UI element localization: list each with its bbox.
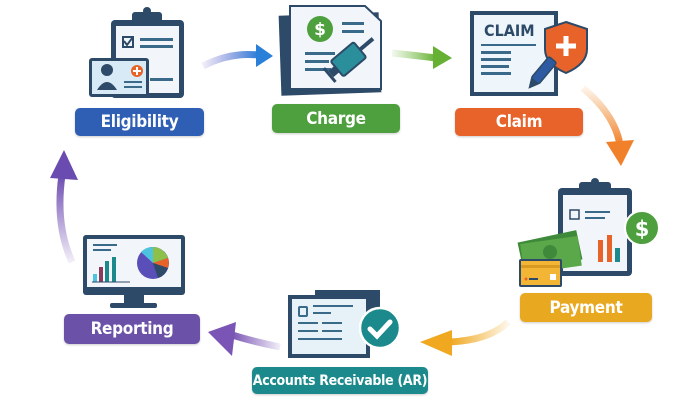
claim-document-shield-pen-icon: CLAIM xyxy=(470,11,588,96)
arrow-claim-to-payment xyxy=(580,85,634,166)
svg-text:$: $ xyxy=(635,217,650,241)
arrow-eligibility-to-charge xyxy=(201,44,273,70)
step-reporting: Reporting xyxy=(64,314,200,344)
step-charge-label: Charge xyxy=(306,108,366,129)
document-checkmark-icon xyxy=(288,290,402,358)
svg-text:$: $ xyxy=(314,20,326,40)
step-eligibility-label: Eligibility xyxy=(100,112,179,132)
step-accounts-receivable: Accounts Receivable (AR) xyxy=(252,367,428,394)
step-payment-label: Payment xyxy=(549,297,623,318)
clipboard-id-card-icon xyxy=(89,7,184,98)
dollar-document-syringe-icon: $ xyxy=(278,5,382,96)
arrow-payment-to-ar xyxy=(420,319,511,356)
clipboard-money-card-icon: $ xyxy=(517,178,660,287)
arrow-charge-to-claim xyxy=(391,46,452,69)
monitor-chart-icon xyxy=(83,235,185,308)
step-payment: Payment xyxy=(520,293,652,322)
step-reporting-label: Reporting xyxy=(90,319,174,339)
step-claim-label: Claim xyxy=(495,112,543,132)
step-ar-label: Accounts Receivable (AR) xyxy=(252,372,428,389)
step-claim: Claim xyxy=(455,108,583,136)
claim-doc-title: CLAIM xyxy=(484,21,535,40)
arrow-reporting-to-eligibility xyxy=(50,150,78,264)
step-charge: Charge xyxy=(272,104,400,133)
step-eligibility: Eligibility xyxy=(75,108,204,136)
arrow-ar-to-reporting xyxy=(208,322,281,356)
